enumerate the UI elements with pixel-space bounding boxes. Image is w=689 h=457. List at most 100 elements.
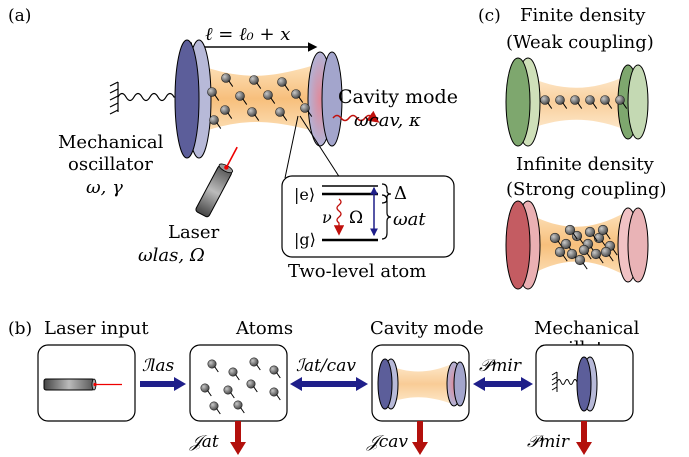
mirror-strong-left-face: [505, 200, 531, 290]
atom: [574, 254, 586, 266]
atoms-cavity-a: [207, 73, 313, 129]
left-mirror: [174, 39, 212, 159]
atom: [590, 248, 602, 260]
rabi-label: Ω: [349, 208, 363, 228]
atoms-title: Atoms: [235, 318, 293, 339]
cavity-title: Cavity mode: [338, 86, 458, 108]
decay-wave: [333, 198, 345, 236]
atom-dipole: [612, 248, 618, 256]
atom: [300, 103, 310, 113]
i-las-label: ℐlas: [142, 356, 175, 376]
delta-label: Δ: [394, 183, 407, 204]
two-level-box: [281, 175, 455, 258]
atom: [277, 77, 287, 87]
panel-a-label: (a): [8, 6, 31, 26]
atom: [235, 91, 245, 101]
i-at-cav-label: ℐat/cav: [296, 356, 356, 376]
atom-dipole: [276, 372, 281, 379]
mech-params: ω, γ: [86, 177, 123, 198]
atom: [540, 95, 550, 105]
atom-dipole: [216, 408, 221, 415]
mirror-strong-right-face: [627, 207, 649, 283]
atom: [275, 107, 285, 117]
atom: [564, 224, 576, 236]
atom-dipole: [214, 94, 220, 101]
state-g: |g⟩: [294, 230, 316, 249]
wall-hatch: [109, 81, 119, 115]
box-atoms: [189, 344, 288, 422]
mirror-weak-right-face: [627, 64, 649, 140]
atom: [220, 105, 230, 115]
atom-dipole: [228, 80, 234, 87]
length-equation: ℓ = ℓ₀ + x: [205, 24, 290, 45]
atom-dipole: [586, 252, 592, 260]
atom: [600, 95, 610, 105]
cavity-mode-title: Cavity mode: [370, 318, 484, 339]
atom-dipole: [240, 407, 245, 414]
omega-at-label: ωat: [393, 209, 426, 230]
atom-dipole: [276, 394, 281, 401]
atom: [221, 73, 231, 83]
atom: [209, 115, 219, 125]
atom: [207, 87, 217, 97]
atom: [228, 367, 238, 377]
atom: [571, 230, 583, 242]
atom: [247, 107, 257, 117]
arrow-cavity-out: [412, 421, 428, 455]
mech-title-1: Mechanical: [58, 132, 164, 153]
atom: [246, 379, 256, 389]
atom: [555, 95, 565, 105]
arrow-laser-to-atoms: [140, 377, 186, 391]
atom: [291, 89, 301, 99]
atom: [578, 244, 590, 256]
atom-dipole: [547, 102, 553, 109]
atom: [554, 246, 566, 258]
atom: [566, 248, 578, 260]
atom: [600, 246, 612, 258]
laser-device: [195, 146, 238, 218]
atoms-strong: [549, 224, 618, 270]
atom-dipole: [282, 114, 288, 121]
arrow-mirror-out: [576, 421, 592, 455]
arrow-atoms-out: [230, 421, 246, 455]
atom: [249, 75, 259, 85]
laser-params: ωlas, Ω: [138, 245, 205, 266]
infinite-density-1: Infinite density: [516, 154, 655, 175]
atom-dipole: [207, 390, 212, 397]
atoms-box: [200, 357, 281, 415]
atom-dipole: [214, 366, 219, 373]
mech-title-2: oscillator: [68, 154, 153, 175]
atom-dipole: [230, 392, 235, 399]
state-e: |e⟩: [294, 185, 315, 204]
atom-dipole: [298, 96, 304, 103]
atom-dipole: [598, 256, 604, 264]
atom-dipole: [216, 122, 222, 129]
cavity-params: ωcav, κ: [354, 110, 421, 131]
right-mirror: [307, 51, 343, 147]
infinite-density-2: (Strong coupling): [506, 179, 667, 200]
panel-b-label: (b): [8, 319, 32, 339]
atom: [263, 90, 273, 100]
atom-title: Two-level atom: [288, 261, 426, 282]
atom: [615, 95, 625, 105]
cavity-b-mirror-left-face: [377, 358, 393, 410]
zoom-line-2: [299, 115, 341, 179]
spring-b: [556, 379, 581, 385]
atom-dipole: [256, 82, 262, 89]
atom-dipole: [307, 110, 313, 117]
atom-dipole: [607, 102, 613, 109]
arrow-atoms-cavity: [290, 377, 368, 391]
p-mir-bottom-label: 𝒫mir: [527, 432, 570, 452]
atom-dipole: [577, 102, 583, 109]
atom-dipole: [572, 232, 578, 240]
spring: [117, 92, 182, 102]
atom-dipole: [605, 232, 611, 240]
atom-dipole: [227, 112, 233, 119]
atom-dipole: [582, 262, 588, 270]
atom: [584, 226, 596, 238]
j-at-label: 𝒥at: [189, 432, 219, 452]
atom-dipole: [608, 254, 614, 262]
atom: [585, 95, 595, 105]
atom: [207, 359, 217, 369]
